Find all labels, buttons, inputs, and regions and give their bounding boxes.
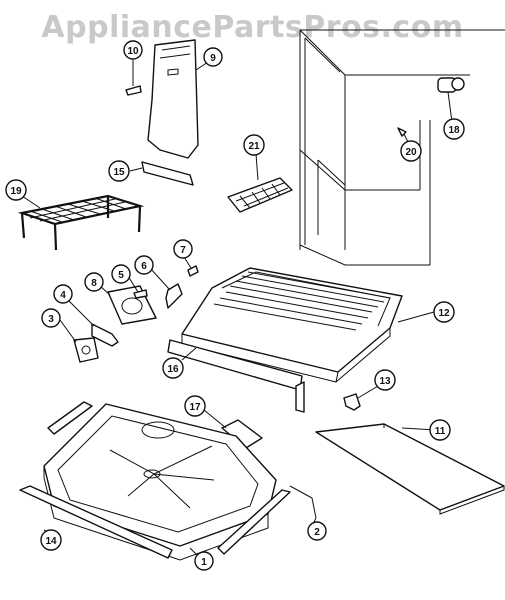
callout-3: 3 <box>41 308 61 328</box>
watermark-logo: AppliancePartsPros.com <box>41 10 464 45</box>
callout-label: 1 <box>201 557 207 568</box>
callout-label: 6 <box>141 261 147 272</box>
callout-label: 10 <box>127 46 139 57</box>
part-4-bracket <box>65 297 119 347</box>
callout-label: 14 <box>45 536 57 547</box>
callout-4: 4 <box>53 284 73 304</box>
callout-7: 7 <box>173 239 193 259</box>
callout-5: 5 <box>111 264 131 284</box>
callout-label: 21 <box>248 141 260 152</box>
bottom-liner-assembly <box>43 403 277 561</box>
callout-label: 20 <box>405 147 417 158</box>
callout-label: 4 <box>60 290 66 301</box>
callout-label: 13 <box>379 376 391 387</box>
callout-label: 19 <box>10 186 22 197</box>
callout-1: 1 <box>194 551 214 571</box>
part-9-air-duct <box>147 39 209 159</box>
callout-19: 19 <box>5 179 27 201</box>
callout-label: 7 <box>180 245 186 256</box>
callout-15: 15 <box>108 160 130 182</box>
callout-10: 10 <box>123 40 143 60</box>
callout-label: 3 <box>48 314 54 325</box>
callout-label: 5 <box>118 270 124 281</box>
part-10-screw <box>125 60 142 96</box>
part-3-fan-motor <box>59 319 99 363</box>
cabinet-frame <box>299 29 505 266</box>
part-8-fan-shroud <box>98 284 157 325</box>
callout-21: 21 <box>243 134 265 156</box>
callout-label: 17 <box>189 402 201 413</box>
callout-label: 8 <box>91 278 97 289</box>
callout-11: 11 <box>429 419 451 441</box>
callout-14: 14 <box>40 529 62 551</box>
callout-label: 15 <box>113 167 125 178</box>
part-12-shelf <box>181 267 435 383</box>
side-rail-upper <box>47 401 93 435</box>
part-16-trim-strip <box>167 339 305 413</box>
part-5-screw <box>127 275 148 299</box>
callout-label: 11 <box>435 426 446 437</box>
callout-label: 9 <box>210 53 216 64</box>
callout-label: 12 <box>438 308 450 319</box>
callout-18: 18 <box>443 118 465 140</box>
callout-6: 6 <box>134 255 154 275</box>
callout-12: 12 <box>433 301 455 323</box>
callout-13: 13 <box>374 369 396 391</box>
part-21-ice-tray <box>227 153 293 213</box>
part-11-cover-panel <box>315 423 505 515</box>
callout-label: 2 <box>314 527 320 538</box>
callout-20: 20 <box>400 140 422 162</box>
part-7-screw <box>183 256 199 277</box>
callout-2: 2 <box>307 521 327 541</box>
callout-16: 16 <box>162 357 184 379</box>
part-15-bracket <box>129 161 194 186</box>
part-18-thermostat <box>437 77 465 123</box>
part-13-clip <box>343 385 379 411</box>
callout-8: 8 <box>84 272 104 292</box>
callout-label: 18 <box>448 125 460 136</box>
part-19-wire-shelf <box>17 194 145 251</box>
part-6-fan-blade <box>149 267 183 309</box>
callout-label: 16 <box>167 364 179 375</box>
callout-17: 17 <box>184 395 206 417</box>
callout-9: 9 <box>203 47 223 67</box>
